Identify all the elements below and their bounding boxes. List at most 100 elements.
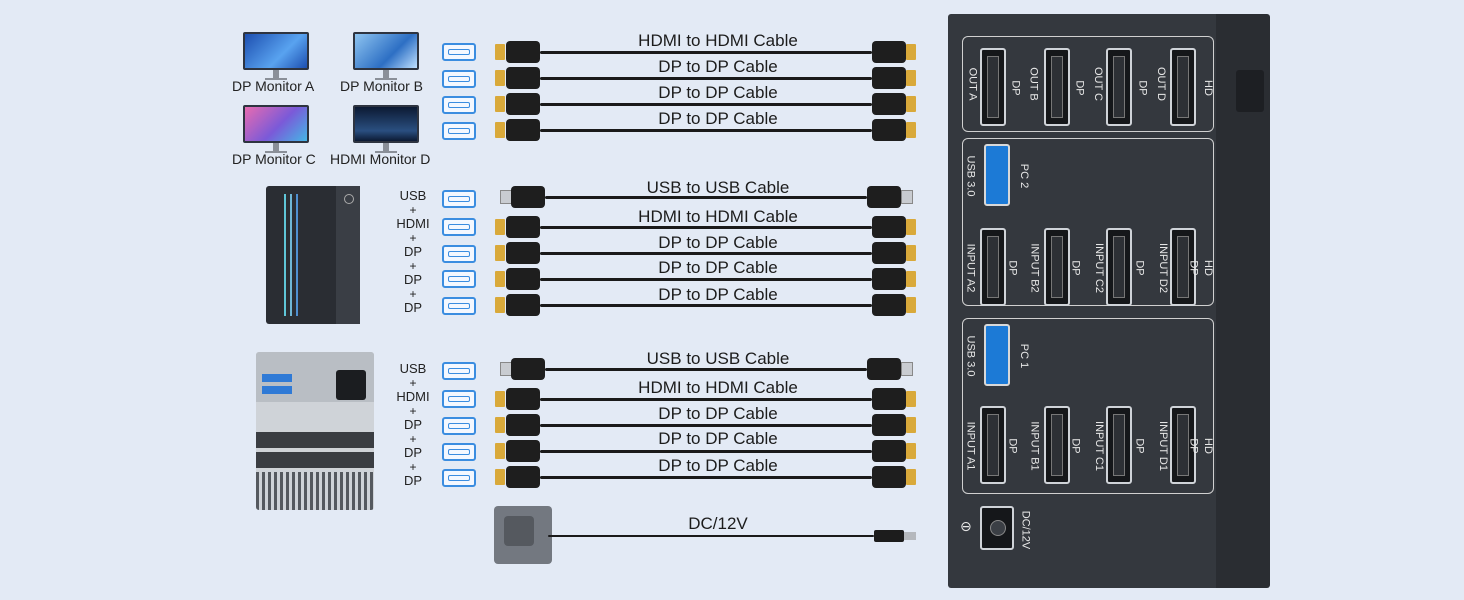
dp-port-input-b2 (1044, 228, 1070, 306)
port-type-input-d2: DP (1187, 260, 1200, 276)
cable-label: HDMI to HDMI Cable (638, 31, 798, 50)
monitor-b-label: DP Monitor B (340, 78, 423, 94)
monitor-c (243, 105, 309, 153)
cable-label: DP to DP Cable (658, 456, 778, 475)
pc2-label: PC 2 (1018, 163, 1031, 189)
monitor-d-screen (353, 105, 419, 143)
port-type-input-a1: DP (1006, 438, 1019, 454)
port-label: DP (403, 473, 423, 488)
cable-label: DP to DP Cable (658, 83, 778, 102)
port-label: DP (403, 300, 423, 315)
dp-port-input-a1 (980, 406, 1006, 484)
plus-sign: + (409, 203, 417, 217)
plus-sign: + (409, 259, 417, 273)
port-type-out-d: DP (1136, 80, 1149, 96)
plus-sign: + (409, 231, 417, 245)
monitor-a (243, 32, 309, 80)
port-label-out-a: OUT A (966, 67, 979, 101)
usb-port-icon (442, 362, 476, 380)
power-adapter (494, 506, 552, 564)
kvm-knob (1236, 70, 1264, 112)
cable-label: DP to DP Cable (658, 109, 778, 128)
port-type-hd: HD (1201, 438, 1214, 454)
port-label: DP (403, 417, 423, 432)
port-label-input-d2: INPUT D2 (1156, 243, 1169, 293)
port-type-input-b2: DP (1069, 260, 1082, 276)
dc-port-label: DC/12V (1019, 510, 1032, 550)
dp-port-icon (442, 245, 476, 263)
monitor-a-screen (243, 32, 309, 70)
power-button-icon (344, 194, 354, 204)
port-type-input-d1: DP (1187, 438, 1200, 454)
pc-back-panel (256, 352, 374, 510)
cable-label: DP to DP Cable (658, 57, 778, 76)
port-label-out-b: OUT B (1027, 67, 1040, 101)
power-socket-icon (336, 370, 366, 400)
port-type-hd: HD (1201, 260, 1214, 276)
dp-port-icon (442, 443, 476, 461)
dp-port-out-b (1044, 48, 1070, 126)
port-type-input-b1: DP (1069, 438, 1082, 454)
monitor-d (353, 105, 419, 153)
port-type-out-c: DP (1073, 80, 1086, 96)
dc-plug (874, 530, 904, 542)
port-type-out-b: DP (1009, 80, 1022, 96)
hdmi-port-icon (442, 218, 476, 236)
port-label-input-d1: INPUT D1 (1156, 421, 1169, 471)
dp-port-input-c2 (1106, 228, 1132, 306)
monitor-b (353, 32, 419, 80)
usb-port-pc2 (984, 144, 1010, 206)
usb-port-icon (442, 190, 476, 208)
dp-port-icon (442, 469, 476, 487)
dp-port-input-b1 (1044, 406, 1070, 484)
dp-port-icon (442, 270, 476, 288)
cable-label: USB to USB Cable (646, 349, 790, 368)
power-cable-label: DC/12V (688, 514, 748, 533)
port-label-input-a2: INPUT A2 (964, 243, 977, 293)
polarity-icon: ⊖ (960, 518, 972, 534)
port-type-input-c1: DP (1133, 438, 1146, 454)
plus-sign: + (409, 376, 417, 390)
plus-sign: + (409, 404, 417, 418)
port-label-out-d: OUT D (1155, 66, 1168, 102)
port-label-input-b1: INPUT B1 (1028, 421, 1041, 471)
monitor-c-screen (243, 105, 309, 143)
port-label: HDMI (396, 389, 430, 404)
dp-port-input-a2 (980, 228, 1006, 306)
port-label-input-c1: INPUT C1 (1092, 421, 1105, 471)
dp-port-icon (442, 297, 476, 315)
hdmi-port-icon (442, 43, 476, 61)
monitor-d-label: HDMI Monitor D (330, 151, 431, 167)
hdmi-port-out-d (1170, 48, 1196, 126)
port-label: DP (403, 445, 423, 460)
dp-port-input-c1 (1106, 406, 1132, 484)
usb-label-pc1: USB 3.0 (964, 335, 977, 377)
usb-label-pc2: USB 3.0 (964, 155, 977, 197)
cable-label: HDMI to HDMI Cable (638, 378, 798, 397)
cable-label: DP to DP Cable (658, 258, 778, 277)
plus-sign: + (409, 432, 417, 446)
plus-sign: + (409, 460, 417, 474)
hdmi-port-icon (442, 390, 476, 408)
plus-sign: + (409, 287, 417, 301)
port-label: USB (399, 361, 427, 376)
port-label: DP (403, 272, 423, 287)
cable-label: DP to DP Cable (658, 429, 778, 448)
cable-label: USB to USB Cable (646, 178, 790, 197)
port-type-hd: HD (1201, 80, 1214, 96)
usb-port-pc1 (984, 324, 1010, 386)
port-type-input-c2: DP (1133, 260, 1146, 276)
cable-label: DP to DP Cable (658, 404, 778, 423)
monitor-b-screen (353, 32, 419, 70)
port-label: HDMI (396, 216, 430, 231)
dp-port-out-c (1106, 48, 1132, 126)
dc-power-port (980, 506, 1014, 550)
pc1-label: PC 1 (1018, 343, 1031, 369)
port-label-input-a1: INPUT A1 (964, 421, 977, 471)
cable-label: HDMI to HDMI Cable (638, 207, 798, 226)
dp-port-out-a (980, 48, 1006, 126)
cable-label: DP to DP Cable (658, 285, 778, 304)
dp-port-icon (442, 70, 476, 88)
monitor-a-label: DP Monitor A (232, 78, 315, 94)
port-label: USB (399, 188, 427, 203)
